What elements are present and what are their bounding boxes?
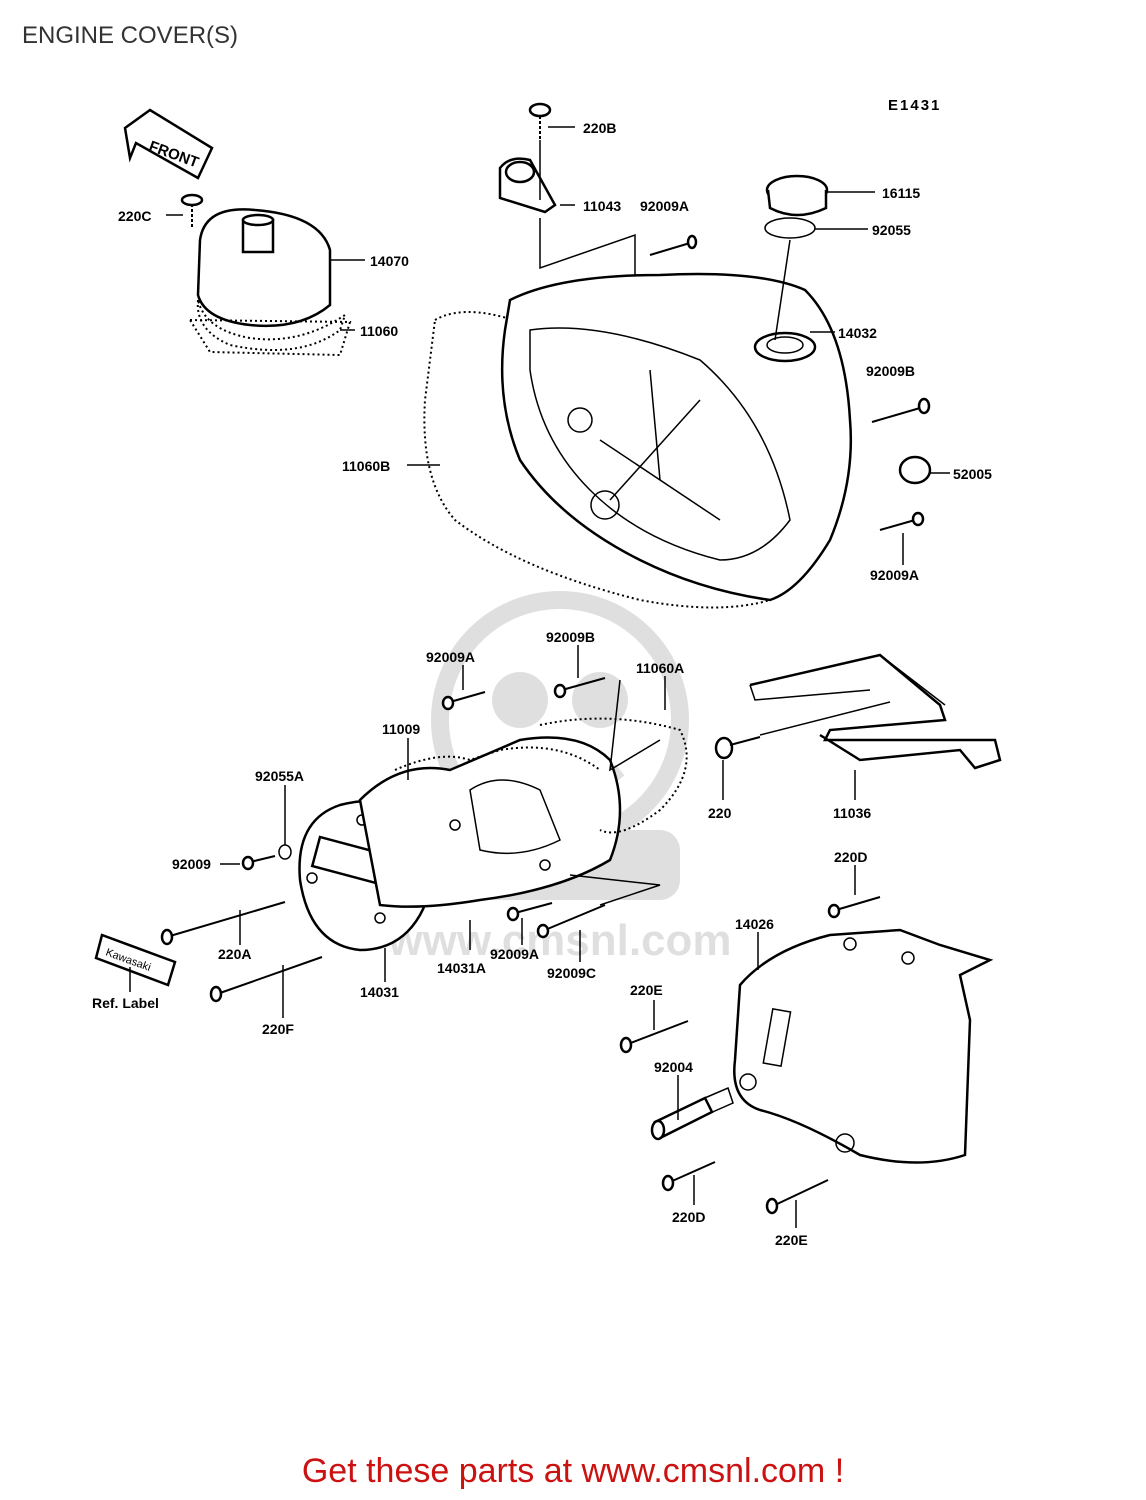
bolt-220d-bottom-icon bbox=[661, 1161, 716, 1192]
fitting-92004-icon bbox=[650, 1086, 734, 1141]
part-label: 11060B bbox=[342, 458, 390, 474]
part-label: 16115 bbox=[882, 185, 920, 201]
gasket-11009 bbox=[394, 746, 601, 771]
part-label: 92009B bbox=[546, 629, 595, 645]
gasket-11060a bbox=[539, 717, 688, 834]
part-label: 92009 bbox=[172, 856, 211, 872]
part-label: 14031A bbox=[437, 960, 486, 976]
clutch-cover-14032 bbox=[500, 272, 853, 602]
cta-link[interactable]: Get these parts at www.cmsnl.com ! bbox=[301, 1452, 845, 1490]
part-label: 11036 bbox=[833, 805, 871, 821]
part-label: 92009B bbox=[866, 363, 915, 379]
part-label: 220C bbox=[118, 208, 151, 224]
part-label: 220B bbox=[583, 120, 616, 136]
part-label: 220D bbox=[672, 1209, 705, 1225]
part-label: 14031 bbox=[360, 984, 399, 1000]
bolt-220e-top-icon bbox=[619, 1020, 689, 1054]
diagram-code: E1431 bbox=[888, 97, 941, 114]
part-label: 92055A bbox=[255, 768, 304, 784]
screw-220-icon bbox=[714, 736, 761, 760]
part-label: 52005 bbox=[953, 466, 992, 482]
part-label: 220E bbox=[775, 1232, 808, 1248]
part-label: 92009A bbox=[870, 567, 919, 583]
bolt-92009c-icon bbox=[536, 904, 606, 939]
o-ring-92055-icon bbox=[764, 217, 816, 239]
cover-14031a bbox=[358, 736, 622, 908]
part-label: 14026 bbox=[735, 916, 774, 932]
oil-cap-16115-icon bbox=[765, 174, 829, 217]
bolt-220a-icon bbox=[160, 901, 286, 946]
part-label: 14032 bbox=[838, 325, 877, 341]
clutch-cover-gasket-11060b bbox=[423, 311, 772, 609]
bolt-92009a-right-icon bbox=[879, 511, 925, 531]
part-label: 11043 bbox=[583, 198, 621, 214]
part-label: 11060 bbox=[360, 323, 398, 339]
washer-92055a-icon bbox=[278, 844, 292, 860]
bolt-92009a-low-icon bbox=[506, 902, 553, 922]
leader-lines bbox=[129, 126, 950, 1228]
fitting-11043 bbox=[498, 157, 557, 214]
part-label: 220F bbox=[262, 1021, 294, 1037]
bolt-220d-top-icon bbox=[827, 896, 881, 919]
sprocket-cover-14026 bbox=[733, 928, 994, 1164]
page-title: ENGINE COVER(S) bbox=[22, 22, 239, 49]
bolt-92009-icon bbox=[241, 855, 276, 871]
part-label: 11009 bbox=[382, 721, 420, 737]
front-arrow-icon: FRONT bbox=[123, 108, 214, 180]
part-label: 92009A bbox=[640, 198, 689, 214]
part-label: 220E bbox=[630, 982, 663, 998]
bracket-11036 bbox=[749, 653, 1002, 770]
part-label: 92009C bbox=[547, 965, 596, 981]
part-label: 14070 bbox=[370, 253, 409, 269]
screw-220b-icon bbox=[528, 102, 552, 200]
bolt-92009b-mid-icon bbox=[553, 677, 606, 699]
bolt-92009b-right-icon bbox=[871, 397, 931, 423]
pickup-cover-14070 bbox=[188, 208, 352, 357]
part-label: 11060A bbox=[636, 660, 684, 676]
bolt-220e-bottom-icon bbox=[765, 1179, 829, 1215]
bolt-220f-icon bbox=[209, 956, 323, 1003]
screw-220c-icon bbox=[180, 193, 204, 228]
bolt-92009a-mid-icon bbox=[441, 691, 486, 711]
part-label: 220 bbox=[708, 805, 732, 821]
bolt-92009a-top-icon bbox=[649, 234, 698, 256]
part-label: 220A bbox=[218, 946, 251, 962]
part-label: 220D bbox=[834, 849, 867, 865]
part-label: 92009A bbox=[490, 946, 539, 962]
part-label: 92055 bbox=[872, 222, 911, 238]
part-label: Ref. Label bbox=[92, 995, 159, 1011]
grommet-52005-icon bbox=[898, 455, 932, 485]
part-label: 92009A bbox=[426, 649, 475, 665]
part-label: 92004 bbox=[654, 1059, 693, 1075]
